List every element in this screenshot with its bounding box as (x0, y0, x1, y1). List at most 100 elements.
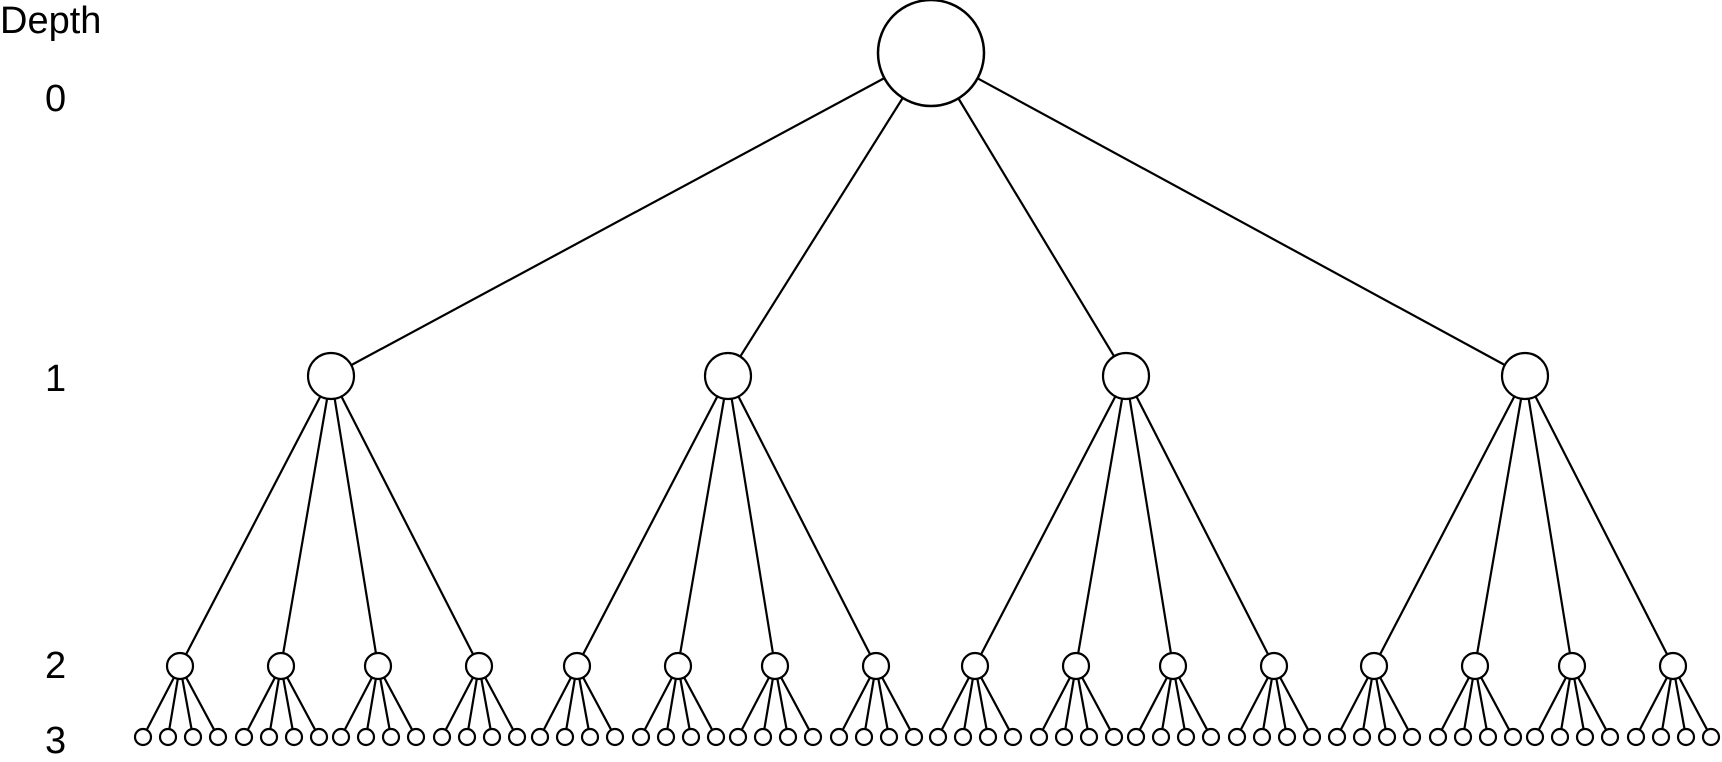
tree-edge-depth-3 (1375, 678, 1387, 730)
tree-edge-depth-2 (582, 395, 719, 655)
tree-edge-depth-3 (841, 677, 871, 731)
tree-node-depth-3 (406, 727, 426, 747)
tree-node-depth-3 (331, 727, 351, 747)
tree-edge-depth-3 (565, 678, 576, 730)
depth-label-0: 0 (45, 78, 67, 120)
tree-node-depth-3 (631, 727, 651, 747)
tree-node-depth-3 (1651, 727, 1671, 747)
tree-edge-depth-3 (343, 677, 373, 731)
tree-edge-depth-2 (340, 395, 475, 655)
tree-node-depth-3 (928, 727, 948, 747)
tree-edge-depth-2 (730, 398, 775, 654)
tree-edge-depth-3 (1339, 677, 1369, 731)
tree-edge-depth-3 (1577, 676, 1608, 731)
tree-edge-depth-3 (1463, 678, 1474, 730)
tree-edge-depth-2 (679, 398, 726, 654)
tree-node-depth-3 (778, 727, 798, 747)
depth-label-1: 1 (45, 358, 67, 400)
tree-edge-depth-3 (145, 677, 175, 731)
tree-edge-depth-3 (1239, 677, 1269, 731)
tree-edge-depth-3 (1279, 676, 1310, 731)
tree-node-depth-3 (133, 727, 153, 747)
tree-node-depth-3 (1550, 727, 1570, 747)
tree-node-depth-3 (1227, 727, 1247, 747)
tree-edge-depth-3 (168, 678, 179, 730)
tree-edge-depth-3 (542, 677, 572, 731)
tree-node-depth-3 (158, 727, 178, 747)
root-node (876, 0, 986, 108)
tree-node-depth-2 (1061, 651, 1091, 681)
depth-label-2: 2 (45, 645, 67, 687)
tree-node-depth-3 (1151, 727, 1171, 747)
tree-node-depth-3 (1079, 727, 1099, 747)
tree-node-depth-3 (953, 727, 973, 747)
tree-edge-depth-2 (1135, 395, 1270, 655)
tree-node-depth-3 (978, 727, 998, 747)
tree-edge-depth-3 (1362, 678, 1373, 730)
tree-edge-depth-3 (1537, 677, 1567, 731)
tree-edge-depth-3 (963, 678, 974, 730)
tree-node-depth-3 (208, 727, 228, 747)
tree-edge-depth-3 (1161, 678, 1172, 730)
tree-node-depth-2 (1158, 651, 1188, 681)
tree-edge-depth-3 (286, 676, 317, 731)
tree-node-depth-2 (562, 651, 592, 681)
tree-node-depth-3 (1402, 727, 1422, 747)
tree-edge-depth-2 (185, 395, 322, 655)
tree-node-depth-3 (1054, 727, 1074, 747)
tree-node-depth-2 (464, 651, 494, 681)
tree-node-depth-3 (829, 727, 849, 747)
tree-edge-depth-3 (1077, 678, 1089, 730)
tree-node-depth-3 (1575, 727, 1595, 747)
tree-node-depth-3 (482, 727, 502, 747)
tree-edge-depth-3 (1275, 678, 1287, 730)
tree-edge-depth-1 (977, 77, 1506, 366)
tree-node-depth-3 (309, 727, 329, 747)
tree-node-depth-2 (1557, 651, 1587, 681)
tree-edge-depth-3 (269, 678, 280, 730)
tree-edge-depth-3 (484, 676, 515, 731)
tree-node-depth-3 (530, 727, 550, 747)
tree-node-depth-3 (879, 727, 899, 747)
tree-edge-depth-3 (1476, 678, 1488, 730)
tree-node-depth-3 (381, 727, 401, 747)
tree-edge-depth-3 (881, 676, 912, 731)
tree-node-depth-1 (703, 351, 753, 401)
tree-edge-depth-3 (1674, 678, 1686, 730)
tree-edge-depth-1 (350, 77, 885, 367)
tree-node-depth-3 (356, 727, 376, 747)
tree-node-depth-3 (1201, 727, 1221, 747)
tree-edge-depth-3 (763, 678, 774, 730)
tree-node-depth-3 (259, 727, 279, 747)
tree-edge-depth-1 (957, 97, 1116, 357)
tree-edge-depth-3 (444, 677, 474, 731)
tree-edge-depth-3 (578, 678, 590, 730)
tree-node-depth-3 (1676, 727, 1696, 747)
tree-edge-depth-3 (976, 678, 988, 730)
tree-node-depth-3 (904, 727, 924, 747)
tree-node-depth-2 (960, 651, 990, 681)
tree-node-depth-3 (507, 727, 527, 747)
tree-edge-depth-2 (1379, 395, 1516, 655)
tree-node-depth-3 (1104, 727, 1124, 747)
tree-node-depth-3 (580, 727, 600, 747)
tree-edge-depth-3 (940, 677, 970, 731)
tree-edge-depth-3 (776, 678, 788, 730)
tree-node-depth-3 (555, 727, 575, 747)
tree-edge-depth-3 (666, 678, 677, 730)
tree-node-depth-2 (165, 651, 195, 681)
tree-node-depth-3 (1503, 727, 1523, 747)
tree-edge-depth-2 (333, 398, 378, 654)
tree-node-depth-3 (1003, 727, 1023, 747)
tree-node-depth-3 (1126, 727, 1146, 747)
tree-edge-depth-3 (1064, 678, 1075, 730)
tree-node-depth-3 (1525, 727, 1545, 747)
tree-node-depth-3 (728, 727, 748, 747)
tree-edge-depth-2 (1077, 398, 1124, 654)
tree-edge-depth-3 (1678, 676, 1709, 731)
tree-edge-depth-3 (864, 678, 875, 730)
tree-edge-depth-3 (1440, 677, 1470, 731)
tree-node-depth-3 (706, 727, 726, 747)
depth-label-3: 3 (45, 720, 67, 762)
